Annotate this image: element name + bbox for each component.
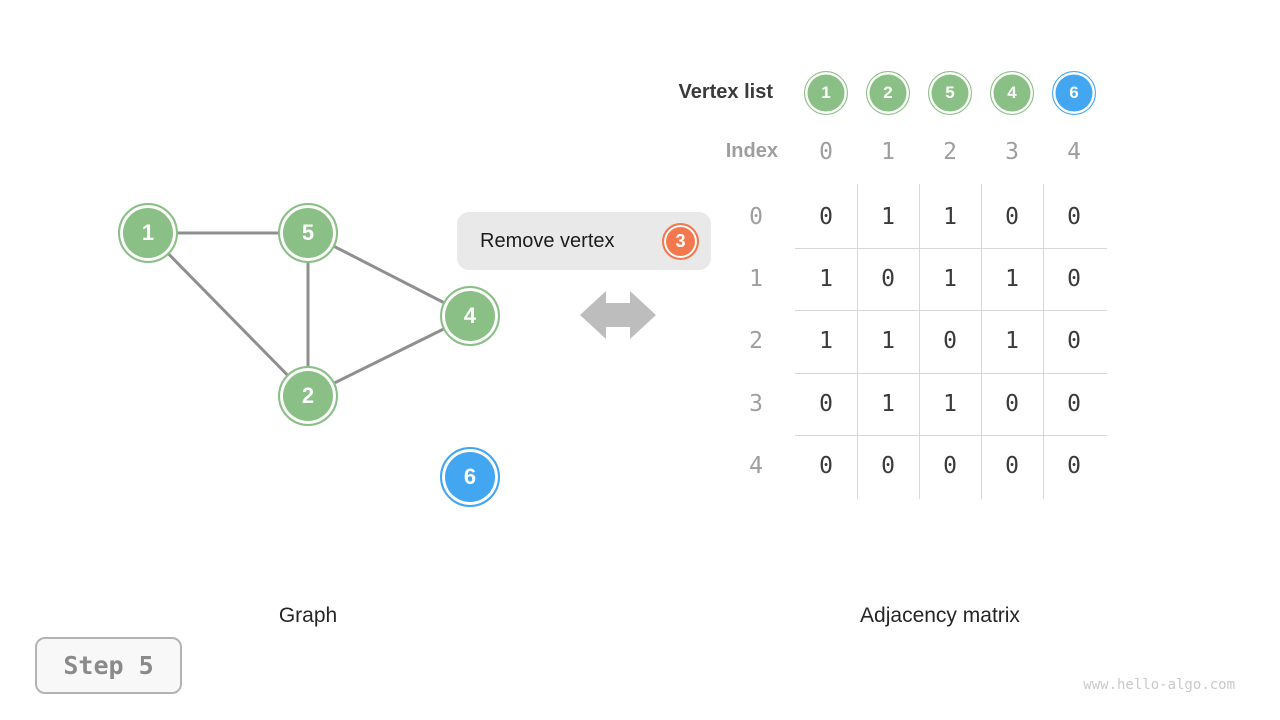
matrix-grid-hline (795, 248, 1107, 250)
matrix-cell-1-3: 1 (1005, 266, 1019, 293)
matrix-cell-0-4: 0 (1067, 204, 1081, 231)
matrix-row-label-0: 0 (749, 204, 763, 231)
matrix-cell-0-0: 0 (819, 204, 833, 231)
matrix-cell-2-2: 0 (943, 328, 957, 355)
graph-node-1: 1 (118, 203, 178, 263)
matrix-row-0: 0 1 1 0 0 (795, 186, 1107, 248)
matrix-cell-3-4: 0 (1067, 390, 1081, 417)
matrix-row-4: 0 0 0 0 0 (795, 435, 1107, 497)
matrix-cell-4-0: 0 (819, 452, 833, 479)
matrix-grid-vline (1043, 184, 1044, 499)
vertex-list-node-1: 1 (804, 71, 848, 115)
matrix-cell-4-4: 0 (1067, 452, 1081, 479)
remove-vertex-label: Remove vertex (480, 229, 615, 252)
graph-node-4: 4 (440, 286, 500, 346)
vertex-list-node-4: 4 (990, 71, 1034, 115)
adjacency-matrix: 0 1 1 0 0 1 0 1 1 0 1 1 0 1 0 0 1 1 0 0 0 0 0 0 0 (795, 184, 1107, 499)
matrix-cell-1-0: 1 (819, 266, 833, 293)
vertex-list-slot: 2 (857, 71, 919, 115)
matrix-row-label-1: 1 (749, 266, 763, 293)
matrix-cell-3-2: 1 (943, 390, 957, 417)
index-row: 0 1 2 3 4 (795, 137, 1105, 167)
graph-node-5: 5 (278, 203, 338, 263)
matrix-cell-3-0: 0 (819, 390, 833, 417)
matrix-cell-2-4: 0 (1067, 328, 1081, 355)
matrix-cell-0-1: 1 (881, 204, 895, 231)
matrix-cell-4-1: 0 (881, 452, 895, 479)
matrix-cell-2-1: 1 (881, 328, 895, 355)
remove-vertex-button[interactable]: Remove vertex 3 (457, 212, 711, 270)
index-value-1: 1 (881, 139, 895, 165)
matrix-grid-vline (919, 184, 920, 499)
removed-vertex-badge: 3 (662, 222, 699, 260)
graph-node-2: 2 (278, 366, 338, 426)
matrix-cell-0-2: 1 (943, 204, 957, 231)
vertex-list-node-2: 2 (866, 71, 910, 115)
watermark: www.hello-algo.com (1083, 677, 1235, 693)
matrix-grid-vline (981, 184, 982, 499)
index-value-2: 2 (943, 139, 957, 165)
matrix-grid-hline (795, 434, 1107, 436)
removed-vertex-number: 3 (675, 230, 686, 251)
vertex-list-slot: 5 (919, 71, 981, 115)
matrix-grid-hline (795, 310, 1107, 312)
matrix-row-3: 0 1 1 0 0 (795, 373, 1107, 435)
matrix-cell-2-3: 1 (1005, 328, 1019, 355)
matrix-cell-4-3: 0 (1005, 452, 1019, 479)
matrix-cell-3-3: 0 (1005, 390, 1019, 417)
matrix-row-2: 1 1 0 1 0 (795, 310, 1107, 372)
vertex-list-label: Vertex list (678, 81, 773, 103)
matrix-cell-3-1: 1 (881, 390, 895, 417)
matrix-cell-0-3: 0 (1005, 204, 1019, 231)
matrix-caption: Adjacency matrix (860, 604, 1020, 627)
index-label: Index (725, 140, 778, 162)
index-value-3: 3 (1005, 139, 1019, 165)
matrix-cell-2-0: 1 (819, 328, 833, 355)
step-badge[interactable]: Step 5 (35, 637, 182, 694)
graph-node-6: 6 (440, 447, 500, 507)
matrix-row-labels: 0 1 2 3 4 (725, 186, 787, 497)
matrix-grid-vline (857, 184, 858, 499)
graph-caption: Graph (278, 604, 338, 627)
graph-edge-1-2 (146, 231, 310, 398)
vertex-list-slot: 6 (1043, 71, 1105, 115)
matrix-grid-hline (795, 372, 1107, 374)
matrix-cell-1-4: 0 (1067, 266, 1081, 293)
vertex-list-node-6: 6 (1052, 71, 1096, 115)
matrix-row-1: 1 0 1 1 0 (795, 248, 1107, 310)
vertex-list-slot: 1 (795, 71, 857, 115)
matrix-row-label-4: 4 (749, 452, 763, 479)
matrix-cell-4-2: 0 (943, 452, 957, 479)
index-value-0: 0 (819, 139, 833, 165)
index-value-4: 4 (1067, 139, 1081, 165)
matrix-cell-1-2: 1 (943, 266, 957, 293)
vertex-list-slot: 4 (981, 71, 1043, 115)
matrix-row-label-3: 3 (749, 390, 763, 417)
matrix-row-label-2: 2 (749, 328, 763, 355)
double-arrow-icon (580, 291, 656, 339)
matrix-cell-1-1: 0 (881, 266, 895, 293)
vertex-list-node-5: 5 (928, 71, 972, 115)
